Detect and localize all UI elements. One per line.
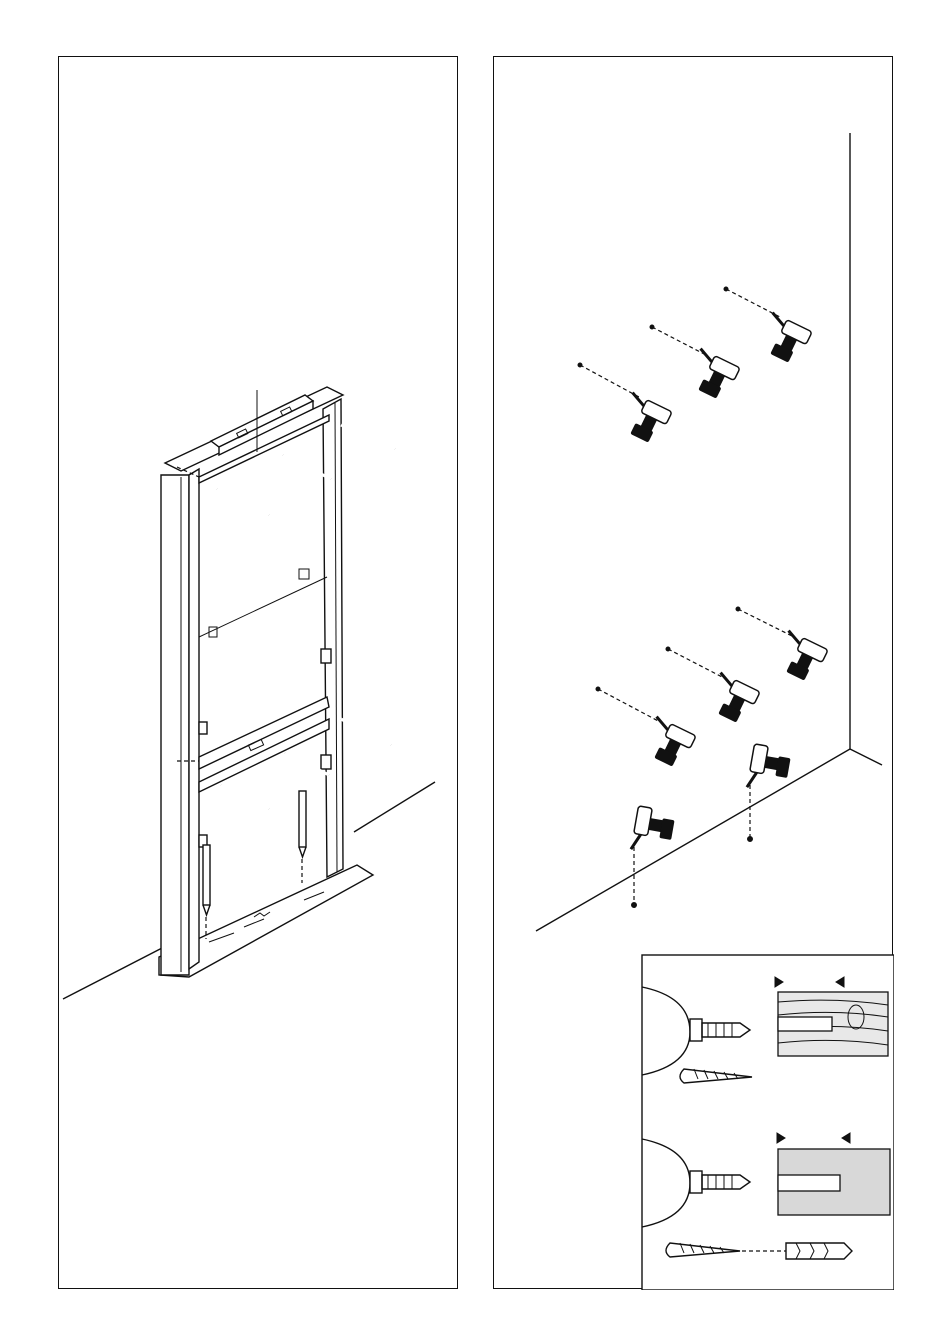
drilling-illustration	[494, 57, 894, 1290]
frame-right-upright	[323, 399, 343, 877]
pencil-lower-right	[341, 719, 391, 745]
floor-line-left	[63, 947, 164, 999]
fixing-detail-box	[642, 955, 894, 1290]
floor-line-right	[354, 782, 435, 832]
frame-installation-panel	[58, 56, 458, 1289]
pencil-floor-right	[299, 791, 306, 857]
frame-illustration	[59, 57, 459, 1290]
drill-upper-1	[578, 363, 672, 446]
frame-cutout	[299, 569, 309, 579]
drill-upper-3	[724, 287, 812, 366]
drill-upper-2	[650, 325, 740, 402]
wall-drilling-panel	[493, 56, 893, 1289]
drill-floor-2	[747, 744, 792, 842]
floor-wall-line	[536, 749, 850, 931]
frame-lower-crossbar	[199, 697, 329, 792]
bracket	[321, 649, 331, 663]
drill-lower-1	[596, 687, 696, 770]
spirit-level	[211, 390, 313, 455]
drill-floor-1	[631, 806, 676, 908]
pencil-floor-left	[203, 845, 210, 915]
wall-corner-right	[850, 749, 882, 765]
pencil-lower-left	[221, 785, 269, 809]
bracket	[321, 755, 331, 769]
pencil-top-right	[341, 425, 395, 449]
frame-left-upright	[161, 469, 199, 975]
drill-lower-3	[736, 607, 828, 684]
bracket	[199, 722, 207, 734]
pencil-upper-left	[217, 489, 269, 515]
drill-lower-2	[666, 647, 760, 726]
frame-middle-edge	[199, 577, 327, 637]
